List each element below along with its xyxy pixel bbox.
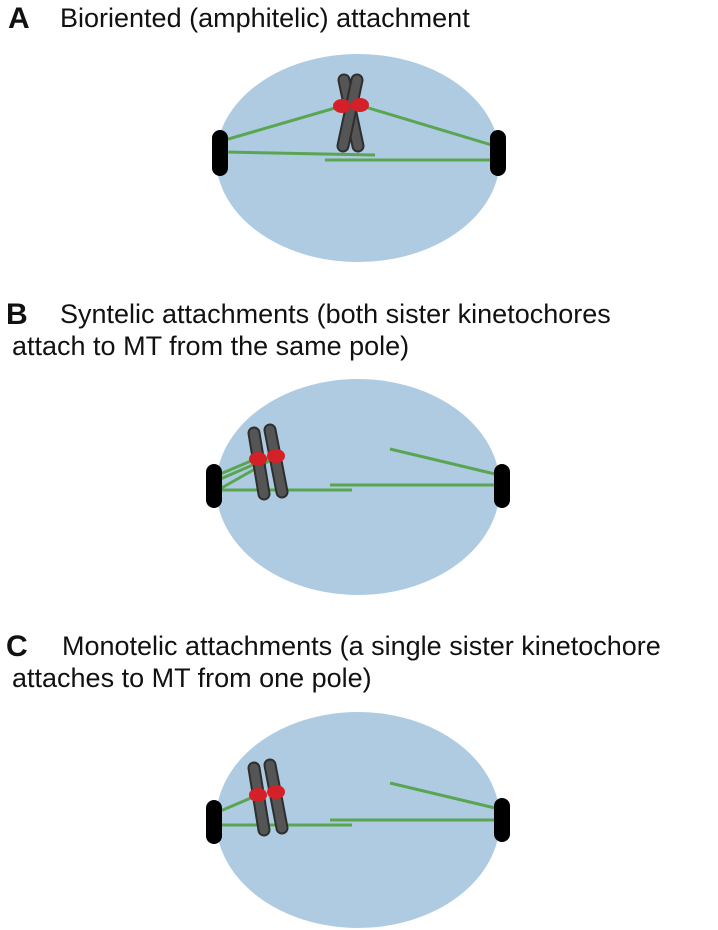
microtubule [217, 455, 277, 492]
cell-body [216, 379, 500, 595]
microtubule [361, 104, 496, 148]
spindle-pole [494, 464, 510, 508]
microtubule [224, 150, 376, 157]
panel-c-caption-line-1: Monotelic attachments (a single sister k… [62, 631, 661, 661]
monotelic-diagram [206, 712, 510, 928]
sister-chromatid [338, 75, 362, 151]
panel-c: C Monotelic attachments (a single sister… [0, 590, 718, 930]
microtubule [389, 781, 496, 810]
kinetochore [333, 99, 351, 113]
panel-letter-a: A [8, 2, 30, 35]
spindle-pole [490, 130, 506, 176]
spindle-pole [206, 800, 222, 844]
panel-b: B Syntelic attachments (both sister kine… [0, 270, 718, 595]
panel-a-caption: Bioriented (amphitelic) attachment [60, 2, 470, 34]
panel-letter-c: C [6, 630, 28, 663]
microtubule [224, 104, 343, 142]
cell-body [216, 54, 500, 262]
syntelic-diagram [206, 379, 510, 595]
kinetochore [267, 449, 285, 463]
panel-b-caption-line-2: attach to MT from the same pole) [12, 331, 410, 362]
kinetochore [249, 788, 267, 802]
spindle-pole [212, 130, 228, 176]
kinetochore [249, 452, 267, 466]
panel-letter-b: B [6, 298, 28, 331]
spindle-pole [206, 464, 222, 508]
kinetochore [267, 785, 285, 799]
panel-c-caption-line-2: attaches to MT from one pole) [12, 663, 372, 694]
panel-a: A Bioriented (amphitelic) attachment [0, 0, 718, 270]
spindle-pole [494, 798, 510, 842]
panel-b-caption: Syntelic attachments (both sister kineto… [12, 298, 611, 363]
chromosome [336, 73, 365, 153]
panel-b-caption-line-1: Syntelic attachments (both sister kineto… [60, 299, 611, 329]
kinetochore [351, 98, 369, 112]
panel-a-caption-line-1: Bioriented (amphitelic) attachment [60, 3, 470, 33]
panel-c-caption: Monotelic attachments (a single sister k… [12, 630, 661, 695]
bioriented-diagram [212, 54, 506, 262]
microtubule [389, 447, 496, 476]
